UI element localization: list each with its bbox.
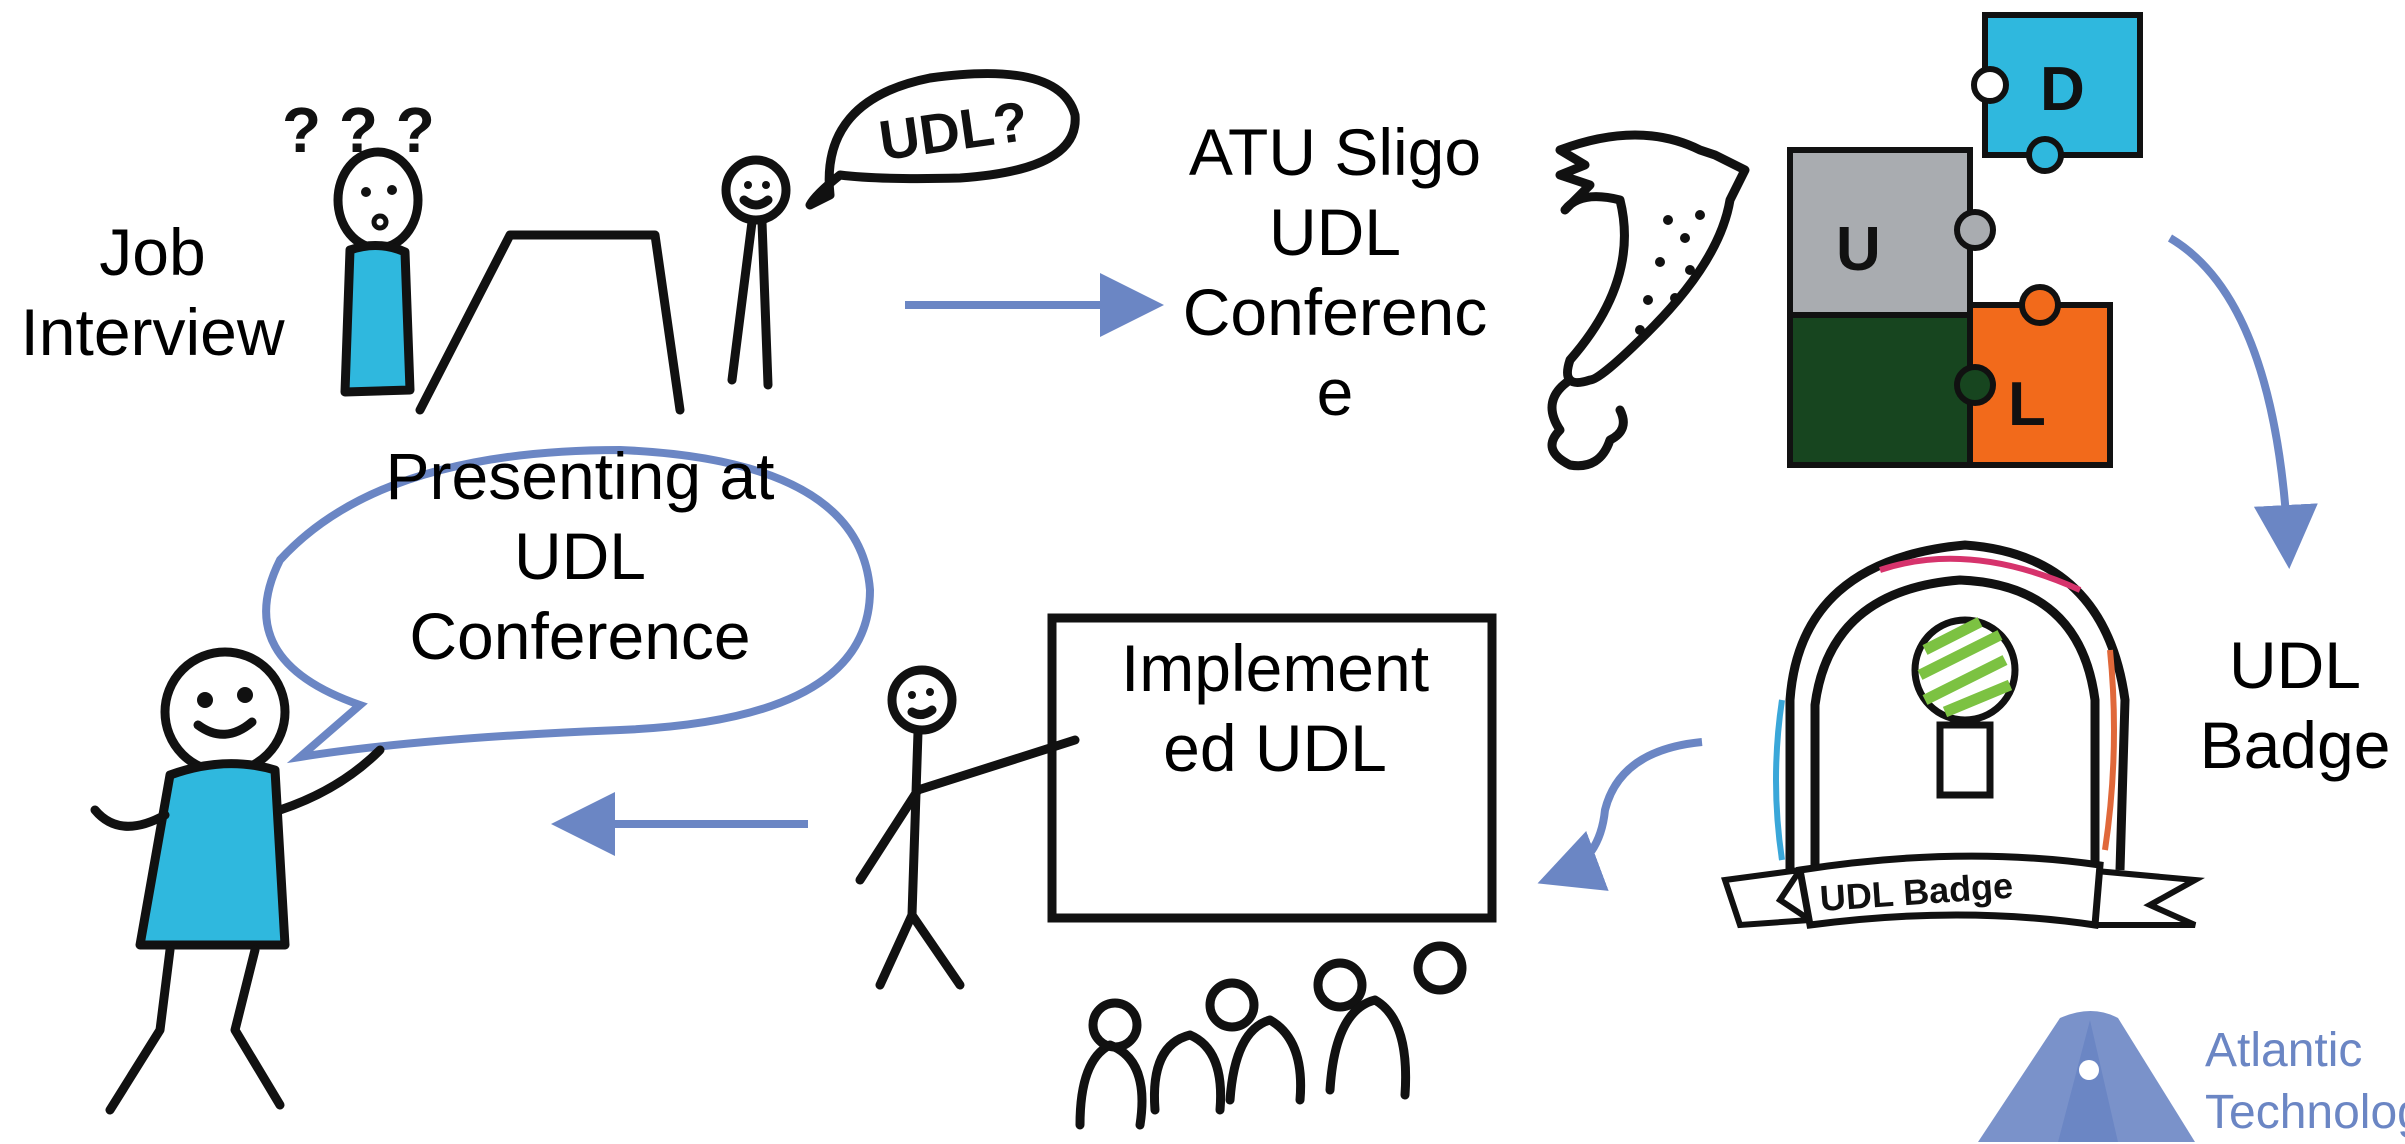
presentation-board xyxy=(1047,613,1497,923)
puzzle-piece-green xyxy=(1787,312,1973,468)
audience xyxy=(1075,941,1467,1130)
implemented-udl-drawing xyxy=(855,613,1497,1130)
logo-text: Atlantic Technolog xyxy=(2205,1024,2405,1139)
arrow-conference-to-badge xyxy=(2167,234,2318,569)
speech-bubble-text: UDL? xyxy=(875,89,1032,172)
label-atu-sligo-conference: ATU Sligo UDL Conferenc e xyxy=(1182,115,1488,429)
label-presenting-at-conference: Presenting at UDL Conference xyxy=(385,439,775,673)
label-udl-badge: UDL Badge xyxy=(2199,628,2391,782)
puzzle-letter-u: U xyxy=(1836,215,1881,284)
label-job-interview: Job Interview xyxy=(20,215,285,369)
creature-drawing xyxy=(1547,130,1750,471)
presenting-drawing xyxy=(90,445,875,1115)
udl-puzzle-drawing: U D L xyxy=(1787,12,2143,468)
label-implemented-udl: Implement ed UDL xyxy=(1120,631,1430,785)
job-interview-drawing: ? ? ? UDL? xyxy=(282,69,1080,415)
presenting-speech-bubble xyxy=(262,445,875,764)
arrow-badge-to-implemented xyxy=(1537,738,1703,891)
puzzle-letter-d: D xyxy=(2040,55,2085,124)
udl-badge-drawing: UDL Badge xyxy=(1721,540,2205,930)
puzzle-letter-l: L xyxy=(2008,370,2046,439)
puzzle-piece-d xyxy=(1982,12,2143,158)
atlantic-technological-logo xyxy=(1978,1011,2195,1142)
